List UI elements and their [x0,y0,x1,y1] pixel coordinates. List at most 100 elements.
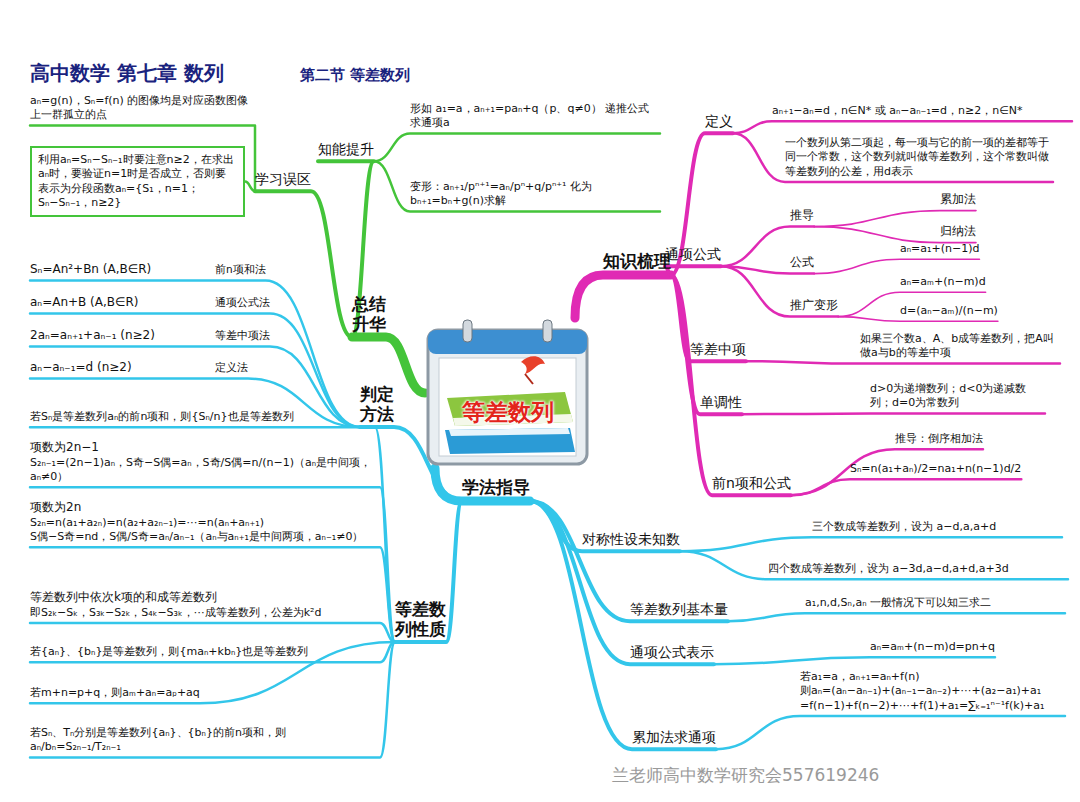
note-box: 利用aₙ=Sₙ−Sₙ₋₁时要注意n≥2，在求出aₙ时，要验证n=1时是否成立，否… [30,146,245,217]
calendar-book-illustration [425,318,590,468]
method-row: aₙ=An+B (A,B∈R)通项公式法 [30,295,270,314]
branch-connector [671,275,791,495]
sub-branch: 前n项和公式 [712,474,791,495]
minor-branch: 推导 [790,208,814,227]
node-text: 等差数列性质 [395,600,446,639]
main-branch: 知识梳理 [603,250,671,275]
node-text: 等差数列 [425,398,590,428]
node-text: aₙ=aₘ+(n−m)d [900,275,986,289]
node-text: 项数为2n−1 [30,440,380,456]
node-subtext: 定义法 [215,361,248,375]
branch-connector [714,657,995,664]
node-text: 若Sₙ是等差数列aₙ的前n项和，则{Sₙ/n}也是等差数列 [30,410,375,424]
branch-connector [746,361,1060,363]
branch-connector [665,266,721,275]
node-text: 知能提升 [318,140,374,158]
node-text: 推导：倒序相加法 [895,432,983,446]
sub-branch: 对称性设未知数 [582,530,680,551]
node-text: 通项公式 [665,245,721,263]
node-text: 对称性设未知数 [582,530,680,548]
branch-connector [374,161,660,211]
node-text: d>0为递增数列；d<0为递减数列；d=0为常数列 [870,382,1045,411]
node-text: 等差中项 [690,340,746,358]
node-text: 项数为2n [30,500,380,516]
branch-connector [30,642,395,662]
branch-connector [742,412,1045,415]
node-text: 利用aₙ=Sₙ−Sₙ₋₁时要注意n≥2，在求出aₙ时，要验证n=1时是否成立，否… [38,153,237,210]
node-subtext: S₂ₙ₋₁=(2n−1)aₙ，S奇−S偶=aₙ，S奇/S偶=n/(n−1)（aₙ… [30,456,380,485]
node-text: 形如 a₁=a，aₙ₊₁=paₙ+q（p、q≠0） 递推公式求通项a [410,102,660,131]
leaf-note: 若a₁=a，aₙ₊₁=aₙ+f(n)则aₙ=(aₙ−aₙ₋₁)+(aₙ₋₁−aₙ… [800,670,1065,716]
leaf-note: 若Sₙ是等差数列aₙ的前n项和，则{Sₙ/n}也是等差数列 [30,410,375,427]
branch-connector [680,551,1068,579]
node-text: aₙ=aₘ+(n−m)d=pn+q [870,640,995,654]
node-text: Sₙ=n(a₁+aₙ)/2=na₁+n(n−1)d/2 [850,462,1021,476]
sub-branch: 等差数列基本量 [630,600,728,621]
branch-connector [680,537,1062,551]
branch-connector [728,613,1065,621]
node-subtext: 前n项和法 [215,263,266,277]
leaf-note: 项数为2n−1S₂ₙ₋₁=(2n−1)aₙ，S奇−S偶=aₙ，S奇/S偶=n/(… [30,440,380,487]
leaf-note: aₙ₊₁−aₙ=d，n∈N* 或 aₙ−aₙ₋₁=d，n≥2，n∈N* [772,104,1072,121]
branch-connector [30,487,395,642]
leaf-note: aₙ=a₁+(n−1)d [900,242,979,259]
node-subtext: 则aₙ=(aₙ−aₙ₋₁)+(aₙ₋₁−aₙ₋₂)+⋯+(a₂−a₁)+a₁ [800,684,1065,698]
node-text: 公式 [790,255,814,271]
main-branch: 判定方法 [360,385,394,427]
node-text: 定义 [705,112,733,130]
node-text: aₙ=a₁+(n−1)d [900,242,979,256]
leaf-note: 四个数成等差数列，设为 a−3d,a−d,a+d,a+3d [768,562,1068,579]
node-text: 变形：aₙ₊₁/pⁿ⁺¹=aₙ/pⁿ+q/pⁿ⁺¹ 化为bₙ₊₁=bₙ+g(n)… [410,180,660,209]
branch-connector [716,716,1065,749]
main-branch: 等差数列性质 [395,600,446,642]
branch-connector [838,317,998,322]
node-text: 2aₙ=aₙ₊₁+aₙ₋₁ (n≥2) [30,328,215,344]
node-text: 若Sₙ、Tₙ分别是等差数列{aₙ}、{bₙ}的前n项和，则 aₙ/bₙ=S₂ₙ₋… [30,726,380,755]
leaf-note: aₙ=aₘ+(n−m)d=pn+q [870,640,995,657]
leaf-note: d>0为递增数列；d<0为递减数列；d=0为常数列 [870,382,1045,414]
leaf-note: 如果三个数a、A、b成等差数列，把A叫做a与b的等差中项 [860,332,1060,364]
branch-connector [530,501,728,621]
leaf-note: Sₙ=n(a₁+aₙ)/2=na₁+n(n−1)d/2 [850,462,1021,479]
node-text: 通项公式表示 [630,643,714,661]
branch-connector [30,642,395,758]
leaf-note: d=(aₙ−aₘ)/(n−m) [900,304,998,321]
method-row: aₙ−aₙ₋₁=d (n≥2)定义法 [30,360,248,379]
node-subtext: S偶−S奇=nd，S偶/S奇=aₙ/aₙ₋₁（aₙ与aₙ₊₁是中间两项，aₙ₋₁… [30,530,380,544]
node-text: 累加法 [940,192,976,208]
minor-branch: 累加法 [940,192,976,211]
branch-connector [30,623,395,642]
sub-branch: 定义 [705,112,733,133]
node-subtext: =f(n−1)+f(n−2)+⋯+f(1)+a₁=∑ₖ₌₁ⁿ⁻¹f(k)+a₁ [800,699,1065,713]
node-text: 前n项和公式 [712,474,791,492]
sub-branch: 通项公式表示 [630,643,714,664]
node-text: 推广变形 [790,298,838,314]
node-text: Sₙ=An²+Bn (A,B∈R) [30,262,215,278]
leaf-note: 三个数成等差数列，设为 a−d,a,a+d [812,520,1062,537]
leaf-note: 推导：倒序相加法 [895,432,983,449]
branch-connector [395,501,462,642]
leaf-note: 若{aₙ}、{bₙ}是等差数列，则{maₙ+kbₙ}也是等差数列 [30,645,380,662]
leaf-note: 形如 a₁=a，aₙ₊₁=paₙ+q（p、q≠0） 递推公式求通项a [410,102,660,134]
method-row: 2aₙ=aₙ₊₁+aₙ₋₁ (n≥2)等差中项法 [30,328,270,347]
branch-connector [733,133,1053,182]
branch-connector [530,501,716,749]
node-text: 推导 [790,208,814,224]
node-subtext: S₂ₙ=n(a₁+a₂ₙ)=n(a₂+a₂ₙ₋₁)=⋯=n(aₙ+aₙ₊₁) [30,516,380,530]
node-text: a₁,n,d,Sₙ,aₙ 一般情况下可以知三求二 [805,596,1065,610]
node-text: 累加法求通项 [632,728,716,746]
main-branch: 学法指导 [462,476,530,501]
main-branch: 总结升华 [352,295,386,337]
node-text: d=(aₙ−aₘ)/(n−m) [900,304,998,318]
sub-branch: 等差中项 [690,340,746,361]
branch-connector [374,134,660,162]
sub-branch: 通项公式 [665,245,721,266]
node-text: 单调性 [700,393,742,411]
method-row: Sₙ=An²+Bn (A,B∈R)前n项和法 [30,262,266,281]
page-title: 高中数学 第七章 数列 [30,60,224,87]
leaf-note: a₁,n,d,Sₙ,aₙ 一般情况下可以知三求二 [805,596,1065,613]
node-text: 学法指导 [462,476,530,498]
node-text: 一个数列从第二项起，每一项与它的前一项的差都等于同一个常数，这个数列就叫做等差数… [785,136,1053,179]
node-text: 总结升华 [352,295,386,334]
branch-connector [30,281,360,428]
